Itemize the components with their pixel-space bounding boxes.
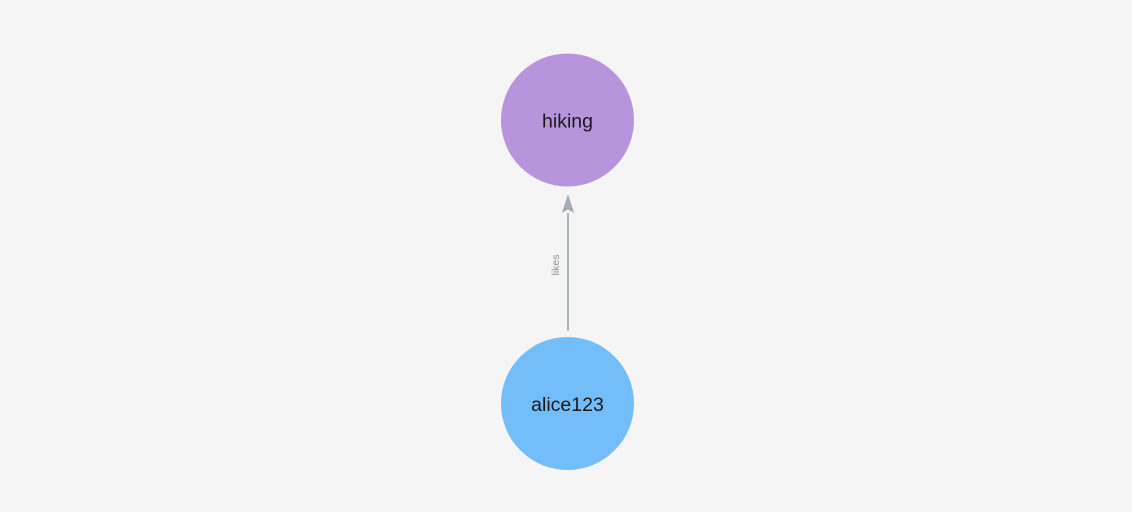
node-circle-alice123[interactable]: [501, 337, 634, 470]
node-circle-hiking[interactable]: [501, 53, 634, 187]
node-group-alice123[interactable]: alice123: [501, 337, 634, 470]
node-group-hiking[interactable]: hiking: [501, 53, 634, 187]
edge-label-likes: likes: [550, 254, 562, 275]
edge-group: likes: [550, 194, 575, 331]
node-label-alice123: alice123: [531, 394, 604, 416]
node-label-hiking: hiking: [542, 111, 593, 133]
arrowhead-icon: [561, 194, 575, 213]
